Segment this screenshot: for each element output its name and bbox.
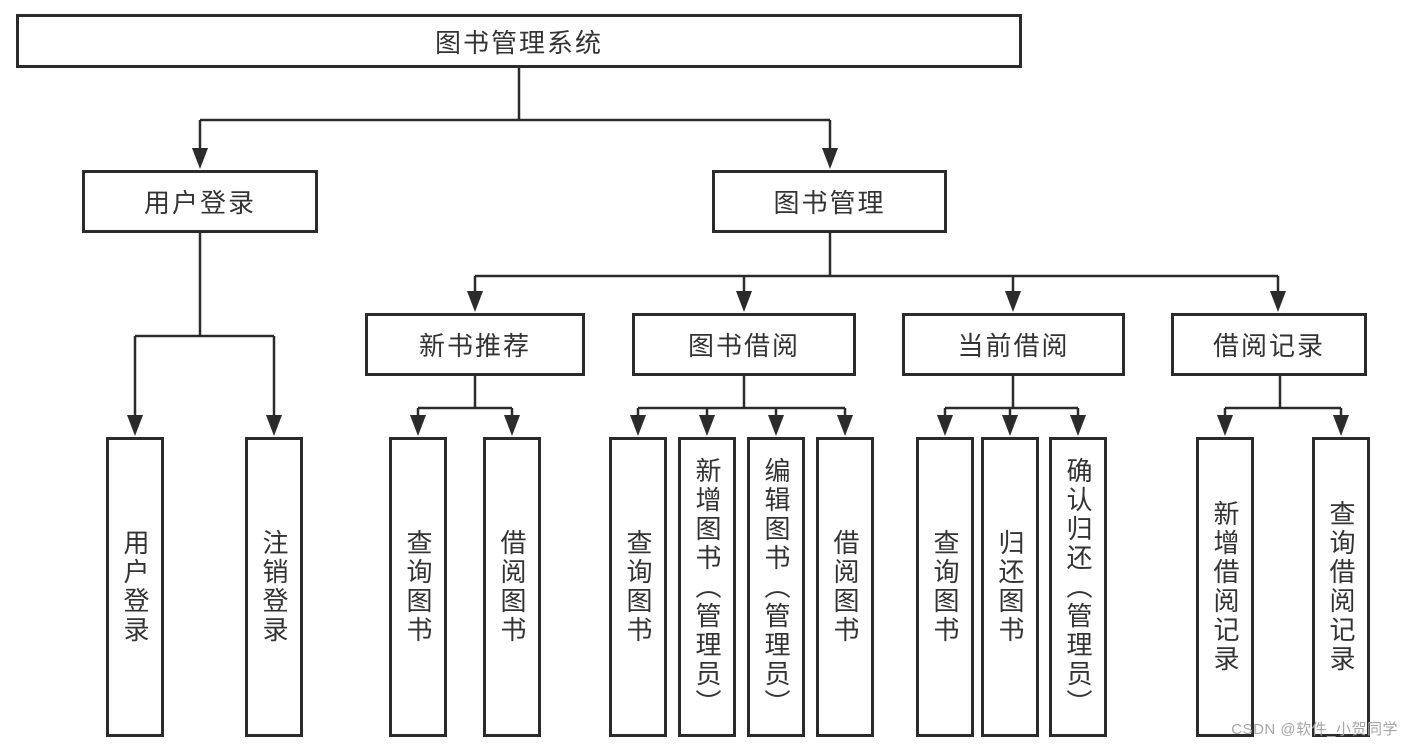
node-current-borrowing: 当前借阅 [902, 313, 1125, 376]
node-label: 图书借阅 [687, 331, 800, 361]
leaf-query-books-current: 查询图书 [916, 437, 974, 737]
leaf-label: 查询图书 [403, 529, 433, 645]
leaf-add-book-admin: 新增图书（管理员） [678, 437, 736, 737]
leaf-query-books-borrow: 查询图书 [609, 437, 667, 737]
node-borrowing-records: 借阅记录 [1171, 313, 1367, 376]
node-label: 借阅记录 [1212, 331, 1325, 361]
node-user-login: 用户登录 [82, 170, 318, 233]
leaf-borrow-books-recommend: 借阅图书 [483, 437, 541, 737]
node-book-borrowing: 图书借阅 [632, 313, 856, 376]
leaf-label: 查询借阅记录 [1326, 500, 1356, 674]
node-book-management: 图书管理 [712, 170, 947, 233]
leaf-label: 查询图书 [623, 529, 653, 645]
node-library-management-system: 图书管理系统 [16, 14, 1022, 68]
leaf-query-books-recommend: 查询图书 [389, 437, 447, 737]
leaf-return-books: 归还图书 [981, 437, 1039, 737]
leaf-label: 新增图书（管理员） [692, 456, 722, 718]
leaf-user-login: 用户登录 [106, 437, 164, 737]
arrowheads [127, 148, 1349, 436]
leaf-label: 注销登录 [259, 529, 289, 645]
node-new-book-recommendation: 新书推荐 [365, 313, 585, 376]
leaf-label: 借阅图书 [830, 529, 860, 645]
node-label: 图书管理系统 [434, 27, 603, 58]
leaf-label: 编辑图书（管理员） [761, 456, 791, 718]
node-label: 当前借阅 [957, 331, 1070, 361]
leaf-label: 借阅图书 [497, 529, 527, 645]
leaf-label: 用户登录 [120, 529, 150, 645]
leaf-label: 归还图书 [995, 529, 1025, 645]
watermark: CSDN @软件_小贺同学 [1231, 721, 1398, 738]
node-label: 用户登录 [143, 188, 256, 218]
leaf-label: 查询图书 [930, 529, 960, 645]
leaf-add-borrow-record: 新增借阅记录 [1196, 437, 1254, 737]
leaf-label: 确认归还（管理员） [1063, 456, 1093, 718]
node-label: 图书管理 [773, 188, 886, 218]
leaf-query-borrow-record: 查询借阅记录 [1312, 437, 1370, 737]
node-label: 新书推荐 [418, 331, 531, 361]
leaf-borrow-books: 借阅图书 [816, 437, 874, 737]
leaf-confirm-return-admin: 确认归还（管理员） [1049, 437, 1107, 737]
leaf-label: 新增借阅记录 [1210, 500, 1240, 674]
leaf-edit-book-admin: 编辑图书（管理员） [747, 437, 805, 737]
leaf-logout: 注销登录 [245, 437, 303, 737]
